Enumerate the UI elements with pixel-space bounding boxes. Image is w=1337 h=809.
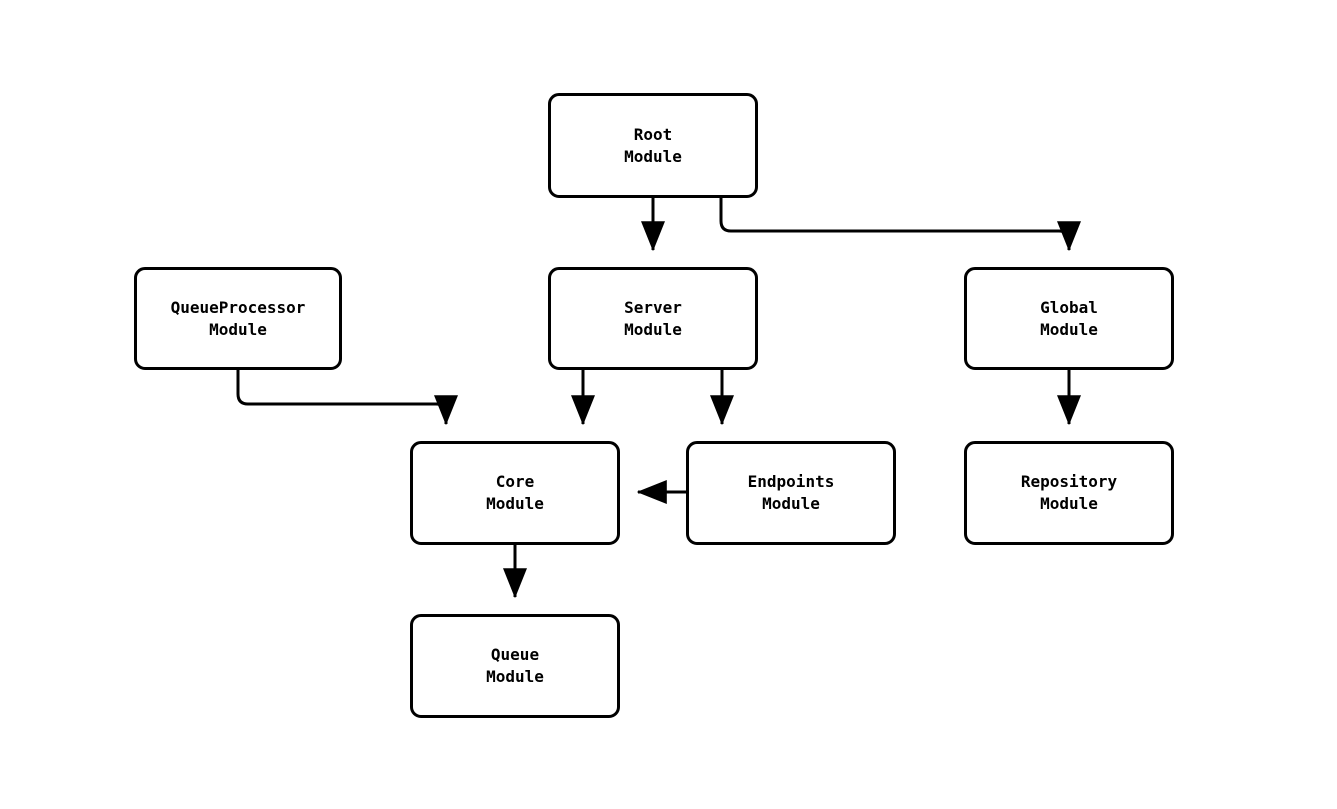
node-queueprocessor-module[interactable]: QueueProcessor Module: [134, 267, 342, 370]
node-queueprocessor-module-label: QueueProcessor Module: [170, 297, 306, 339]
node-server-module[interactable]: Server Module: [548, 267, 758, 370]
node-endpoints-module[interactable]: Endpoints Module: [686, 441, 896, 545]
node-global-module-label: Global Module: [1040, 297, 1098, 339]
edge-root-to-global: [719, 198, 1081, 252]
node-queue-module-label: Queue Module: [486, 645, 544, 686]
node-core-module[interactable]: Core Module: [410, 441, 620, 545]
node-queue-module[interactable]: Queue Module: [410, 614, 620, 718]
node-repository-module[interactable]: Repository Module: [964, 441, 1174, 545]
edge-queueprocessor-to-core: [236, 370, 458, 426]
node-global-module[interactable]: Global Module: [964, 267, 1174, 370]
node-repository-module-label: Repository Module: [1020, 472, 1118, 513]
node-root-module[interactable]: Root Module: [548, 93, 758, 198]
node-server-module-label: Server Module: [624, 297, 682, 339]
node-endpoints-module-label: Endpoints Module: [747, 472, 835, 513]
node-core-module-label: Core Module: [486, 472, 544, 513]
node-root-module-label: Root Module: [624, 124, 682, 166]
